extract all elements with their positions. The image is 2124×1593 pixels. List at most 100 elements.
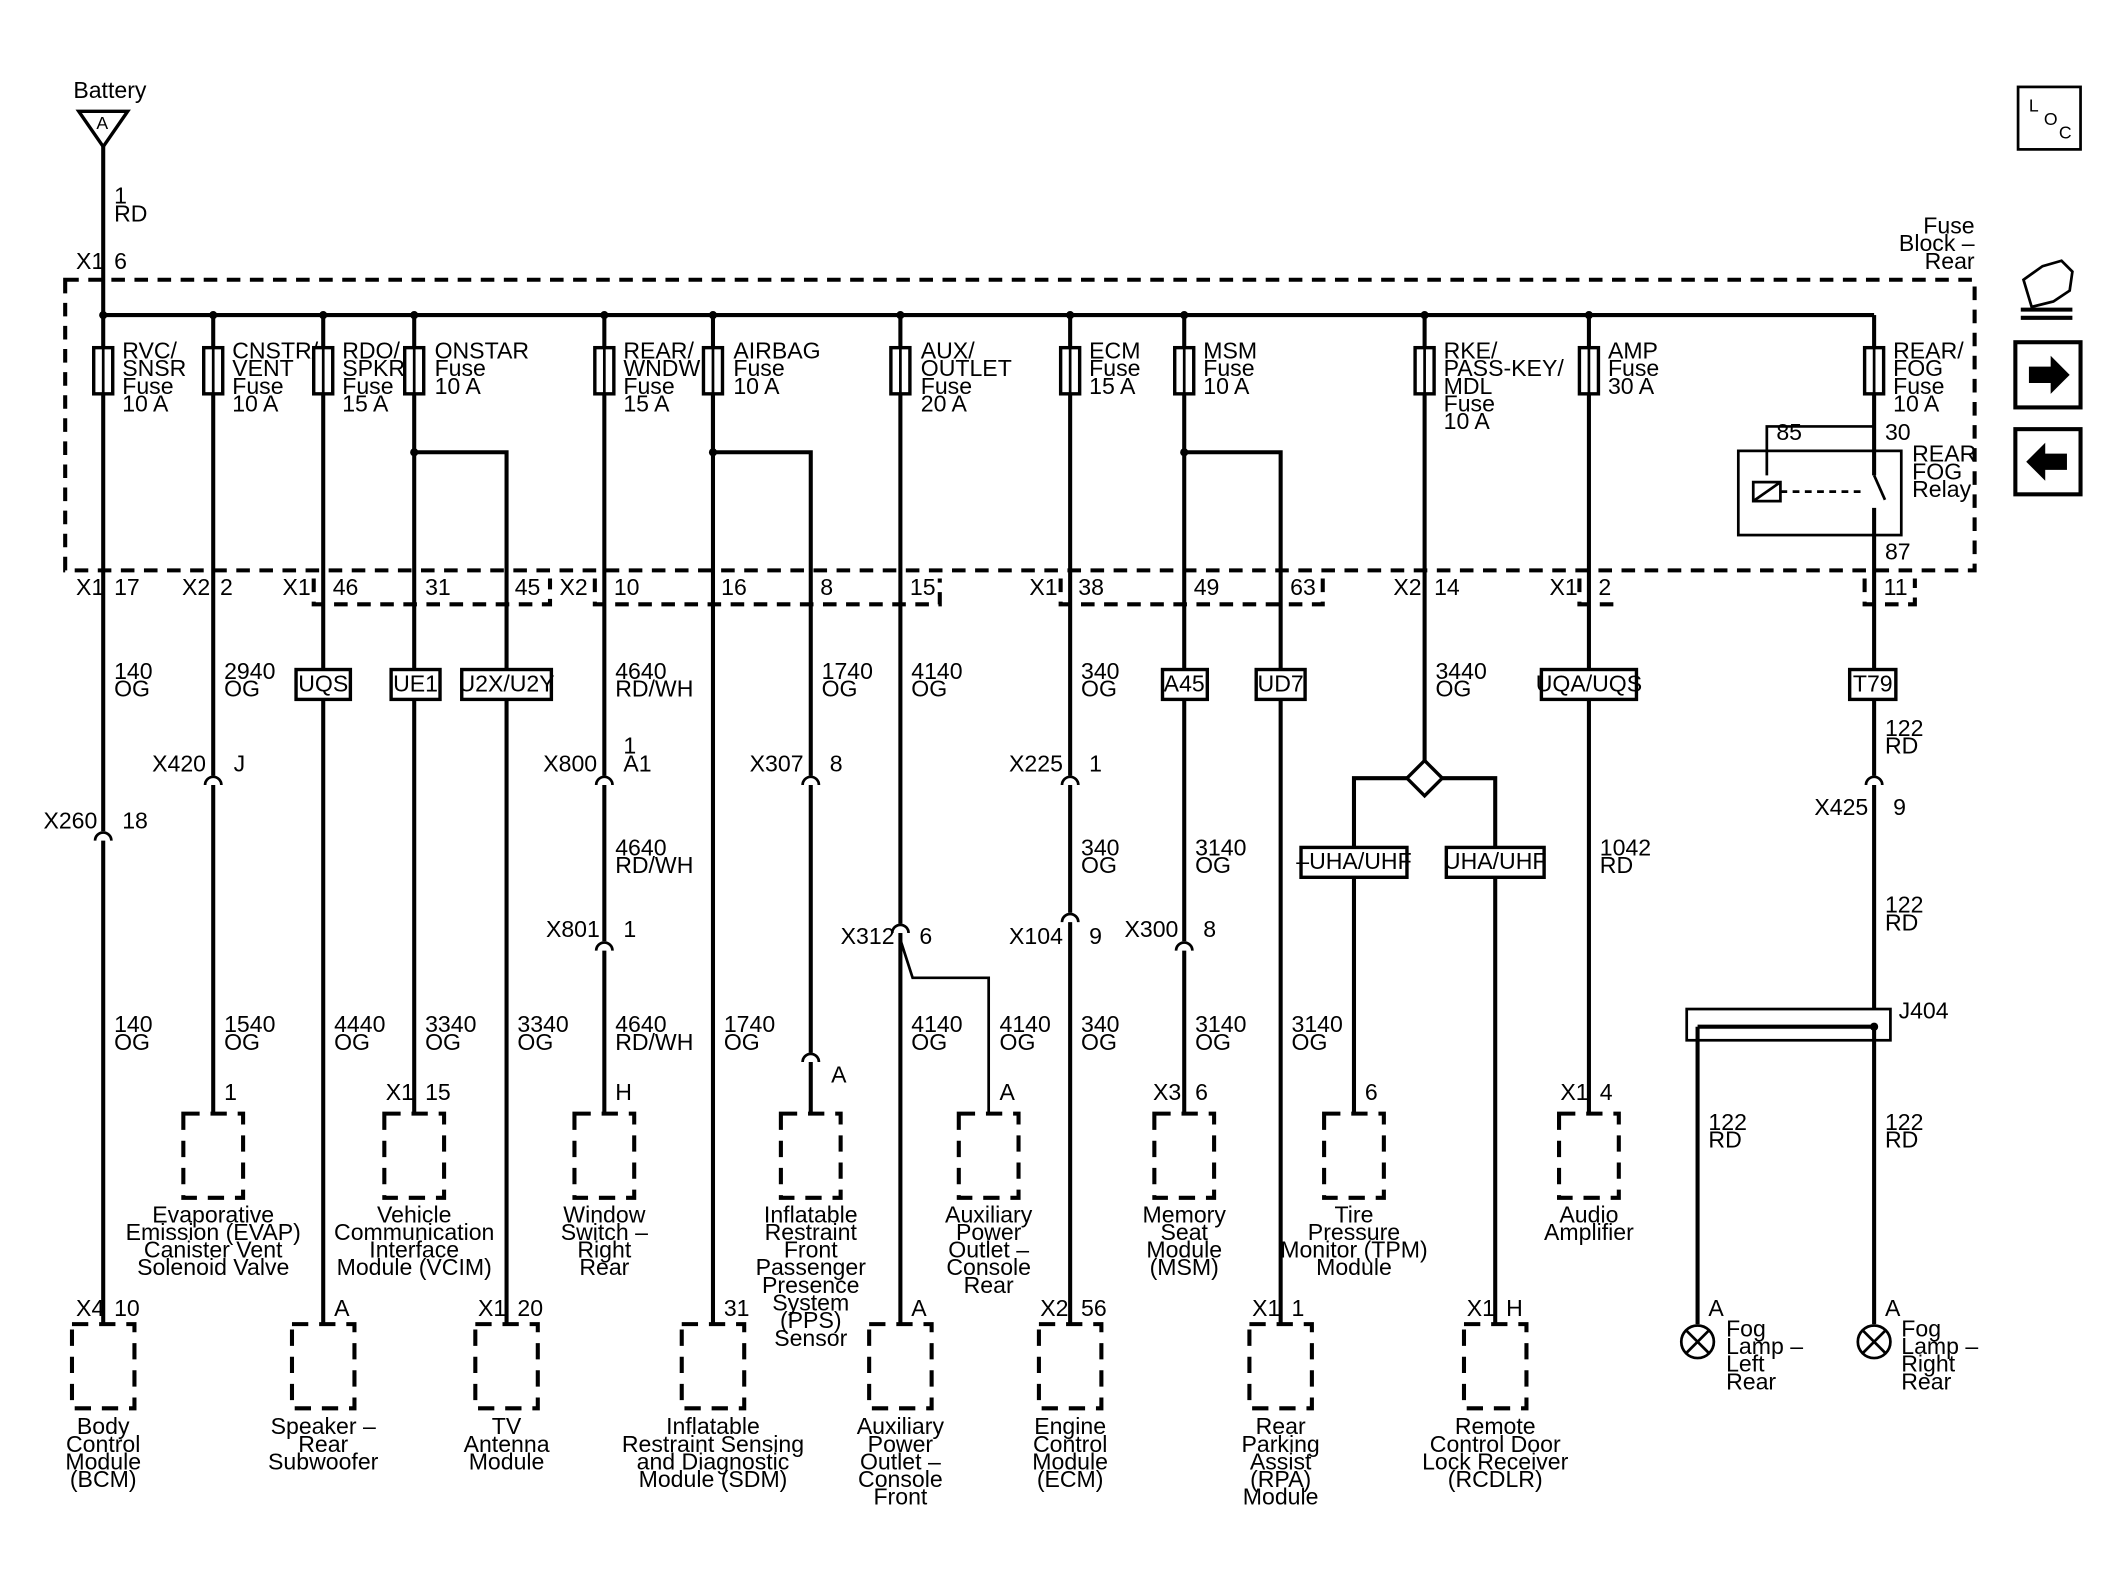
svg-text:20 A: 20 A <box>921 390 968 416</box>
svg-text:140: 140 <box>114 1011 153 1037</box>
svg-text:Parking: Parking <box>1242 1431 1320 1457</box>
svg-text:17: 17 <box>114 574 140 600</box>
svg-text:X2: X2 <box>1393 574 1421 600</box>
svg-text:Passenger: Passenger <box>756 1254 867 1280</box>
svg-text:Module: Module <box>1243 1484 1319 1510</box>
svg-text:56: 56 <box>1081 1295 1107 1321</box>
svg-text:X3: X3 <box>1153 1079 1181 1105</box>
svg-text:Switch –: Switch – <box>561 1219 648 1245</box>
svg-text:RVC/: RVC/ <box>122 338 177 364</box>
svg-text:1: 1 <box>224 1079 237 1105</box>
svg-text:(PPS): (PPS) <box>780 1307 842 1333</box>
svg-text:Window: Window <box>563 1201 645 1227</box>
svg-text:(ECM): (ECM) <box>1037 1466 1104 1492</box>
svg-text:Outlet –: Outlet – <box>948 1237 1029 1263</box>
option-t79: T79 <box>1853 670 1893 696</box>
svg-text:OG: OG <box>425 1029 461 1055</box>
svg-text:X300: X300 <box>1124 916 1178 942</box>
svg-text:OG: OG <box>911 1029 947 1055</box>
svg-text:Right: Right <box>1901 1351 1955 1377</box>
loc-icon[interactable]: L O C <box>2016 85 2082 151</box>
svg-text:RD: RD <box>1885 733 1918 759</box>
svg-text:1: 1 <box>623 916 636 942</box>
svg-text:Canister Vent: Canister Vent <box>144 1237 283 1263</box>
svg-text:Power: Power <box>956 1219 1022 1245</box>
svg-text:REAR: REAR <box>1912 441 1976 467</box>
svg-text:Fuse: Fuse <box>1444 390 1495 416</box>
svg-text:(RCDLR): (RCDLR) <box>1448 1466 1543 1492</box>
svg-text:10 A: 10 A <box>733 373 780 399</box>
svg-text:AUX/: AUX/ <box>921 338 975 364</box>
svg-text:Relay: Relay <box>1912 476 1971 502</box>
svg-text:Module: Module <box>1316 1254 1392 1280</box>
svg-text:REAR/: REAR/ <box>623 338 694 364</box>
fuse-block-title-3: Rear <box>1925 248 1975 274</box>
svg-text:Module: Module <box>65 1448 141 1474</box>
svg-text:RD: RD <box>1885 1127 1918 1153</box>
svg-text:RD/WH: RD/WH <box>615 1029 693 1055</box>
svg-text:L: L <box>2029 95 2039 115</box>
svg-text:4140: 4140 <box>1000 1011 1051 1037</box>
svg-text:Amplifier: Amplifier <box>1544 1219 1634 1245</box>
svg-text:J: J <box>234 750 246 776</box>
block-connector-groups <box>311 578 1917 607</box>
svg-text:2940: 2940 <box>224 658 275 684</box>
svg-text:6: 6 <box>919 923 932 949</box>
svg-text:8: 8 <box>1203 916 1216 942</box>
svg-text:Antenna: Antenna <box>464 1431 550 1457</box>
svg-text:Fuse: Fuse <box>921 373 972 399</box>
svg-text:Body: Body <box>77 1413 130 1439</box>
svg-text:Restraint Sensing: Restraint Sensing <box>622 1431 804 1457</box>
svg-text:Fuse: Fuse <box>342 373 393 399</box>
svg-text:2: 2 <box>220 574 233 600</box>
svg-text:OG: OG <box>224 1029 260 1055</box>
svg-text:3140: 3140 <box>1195 1011 1246 1037</box>
connector-view-icon[interactable] <box>2020 259 2074 320</box>
svg-text:OG: OG <box>517 1029 553 1055</box>
svg-text:15 A: 15 A <box>342 390 389 416</box>
arrow-left-icon[interactable] <box>2013 427 2083 497</box>
svg-text:Engine: Engine <box>1034 1413 1106 1439</box>
svg-text:A: A <box>831 1061 847 1087</box>
svg-text:10: 10 <box>614 574 640 600</box>
option-a45: A45 <box>1164 670 1205 696</box>
svg-text:H: H <box>1506 1295 1523 1321</box>
svg-text:4640: 4640 <box>615 658 666 684</box>
svg-text:RD: RD <box>1600 852 1633 878</box>
relay-pin-87: 87 <box>1885 539 1911 565</box>
svg-text:OUTLET: OUTLET <box>921 355 1012 381</box>
svg-text:Auxiliary: Auxiliary <box>945 1201 1033 1227</box>
svg-text:OG: OG <box>114 676 150 702</box>
feed-color: RD <box>114 200 147 226</box>
svg-text:6: 6 <box>1365 1079 1378 1105</box>
svg-text:122: 122 <box>1708 1109 1747 1135</box>
arrow-right-icon[interactable] <box>2013 340 2083 410</box>
svg-text:Fuse: Fuse <box>1893 373 1944 399</box>
svg-text:X2: X2 <box>560 574 588 600</box>
svg-text:Remote: Remote <box>1455 1413 1536 1439</box>
svg-text:16: 16 <box>721 574 747 600</box>
svg-text:3140: 3140 <box>1292 1011 1343 1037</box>
svg-text:9: 9 <box>1089 923 1102 949</box>
svg-text:Sensor: Sensor <box>774 1325 847 1351</box>
svg-text:Fuse: Fuse <box>1089 355 1140 381</box>
svg-text:6: 6 <box>1195 1079 1208 1105</box>
svg-text:Lock Receiver: Lock Receiver <box>1422 1448 1569 1474</box>
svg-text:10 A: 10 A <box>232 390 279 416</box>
svg-text:Lamp –: Lamp – <box>1901 1333 1978 1359</box>
